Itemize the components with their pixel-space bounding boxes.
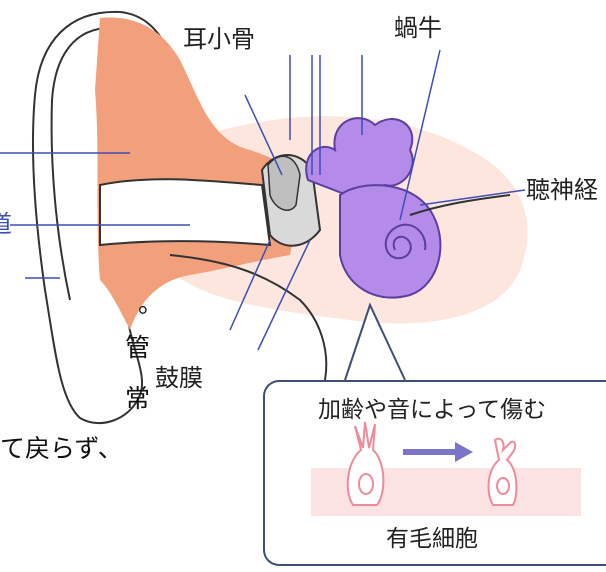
- damage-arrowhead: [455, 442, 473, 462]
- healthy-hair-cell: [348, 422, 384, 505]
- label-damage-caption: 加齢や音によって傷む: [318, 399, 546, 422]
- label-eardrum: 鼓膜: [155, 366, 203, 390]
- ear-canal: [100, 179, 270, 245]
- label-cut-off: 道: [0, 212, 12, 236]
- ossicle-shape: [268, 156, 300, 210]
- label-cochlea: 蝸牛: [394, 16, 442, 40]
- text-fragment-1: 。: [138, 291, 163, 316]
- damaged-hair-cell: [488, 439, 516, 505]
- text-fragment-4: て戻らず、: [0, 436, 123, 461]
- label-hair-cells: 有毛細胞: [386, 528, 478, 551]
- label-ossicles: 耳小骨: [183, 27, 255, 51]
- label-auditory-nerve: 聴神経: [526, 178, 598, 202]
- text-fragment-2: 管: [125, 335, 150, 360]
- text-fragment-3: 常: [125, 386, 150, 411]
